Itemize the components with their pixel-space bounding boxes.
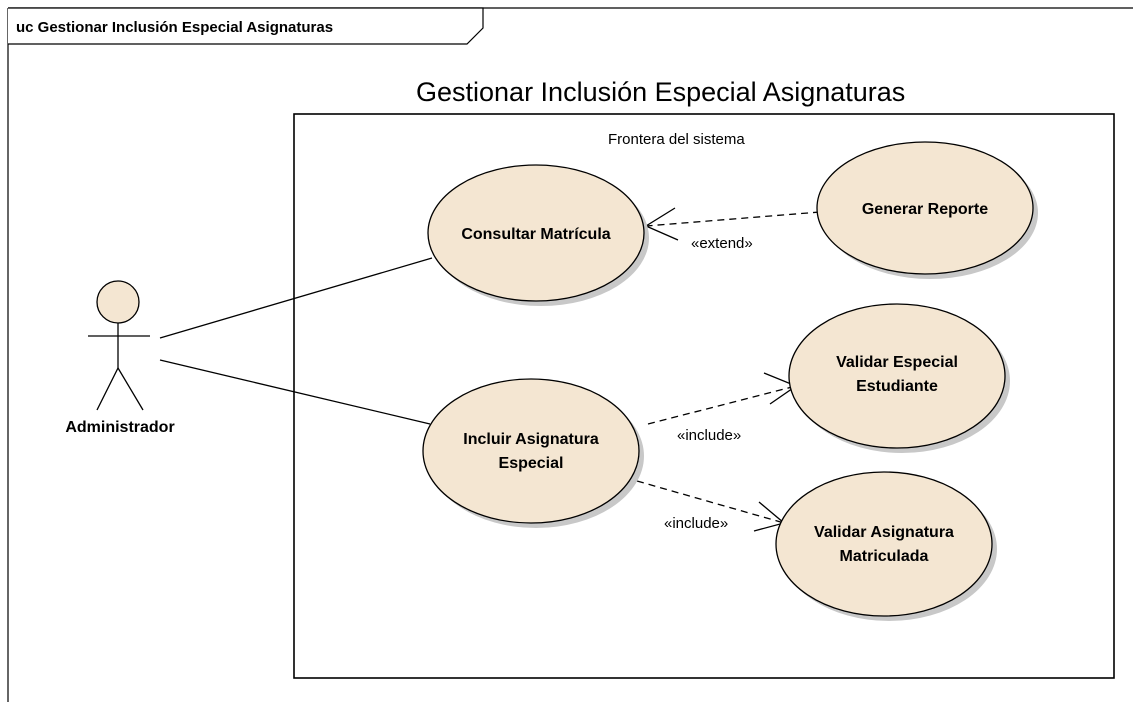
use-case-validar-especial-estudiante[interactable]: Validar Especial Estudiante — [788, 303, 1010, 453]
include-label-2: «include» — [664, 515, 728, 532]
frame-title: uc Gestionar Inclusión Especial Asignatu… — [16, 19, 333, 36]
frame-tab — [8, 7, 484, 45]
actor-left-leg — [96, 367, 119, 411]
include-relation-estudiante: «include» — [647, 372, 798, 444]
include-relation-asignatura: «include» — [636, 480, 786, 532]
diagram-title: Gestionar Inclusión Especial Asignaturas — [416, 77, 905, 107]
actor-right-leg — [117, 367, 144, 411]
use-case-label-line-2: Estudiante — [856, 378, 938, 395]
actor-head — [96, 280, 140, 324]
use-case-label-line-1: Incluir Asignatura — [463, 431, 599, 448]
system-boundary: Frontera del sistema — [293, 113, 1115, 679]
boundary-label: Frontera del sistema — [608, 131, 745, 148]
actor-administrador[interactable]: Administrador — [65, 280, 175, 436]
association-incluir — [159, 359, 431, 425]
actor-name: Administrador — [65, 419, 174, 436]
diagram-frame: uc Gestionar Inclusión Especial Asignatu… — [7, 7, 1133, 702]
include-label-1: «include» — [677, 427, 741, 444]
use-case-label-line-2: Matriculada — [840, 548, 929, 565]
use-case-label-line-2: Especial — [499, 455, 564, 472]
extend-relation: «extend» — [644, 207, 821, 252]
association-consultar — [159, 257, 433, 339]
use-case-consultar-matricula[interactable]: Consultar Matrícula — [427, 164, 649, 306]
use-case-label: Generar Reporte — [862, 201, 988, 218]
use-case-label-line-1: Validar Especial — [836, 354, 958, 371]
use-case-label-line-1: Validar Asignatura — [814, 524, 954, 541]
use-case-generar-reporte[interactable]: Generar Reporte — [816, 141, 1038, 279]
use-case-validar-asignatura-matriculada[interactable]: Validar Asignatura Matriculada — [775, 471, 997, 621]
use-case-label: Consultar Matrícula — [461, 226, 610, 243]
use-case-incluir-asignatura-especial[interactable]: Incluir Asignatura Especial — [422, 378, 644, 528]
extend-label: «extend» — [691, 235, 753, 252]
